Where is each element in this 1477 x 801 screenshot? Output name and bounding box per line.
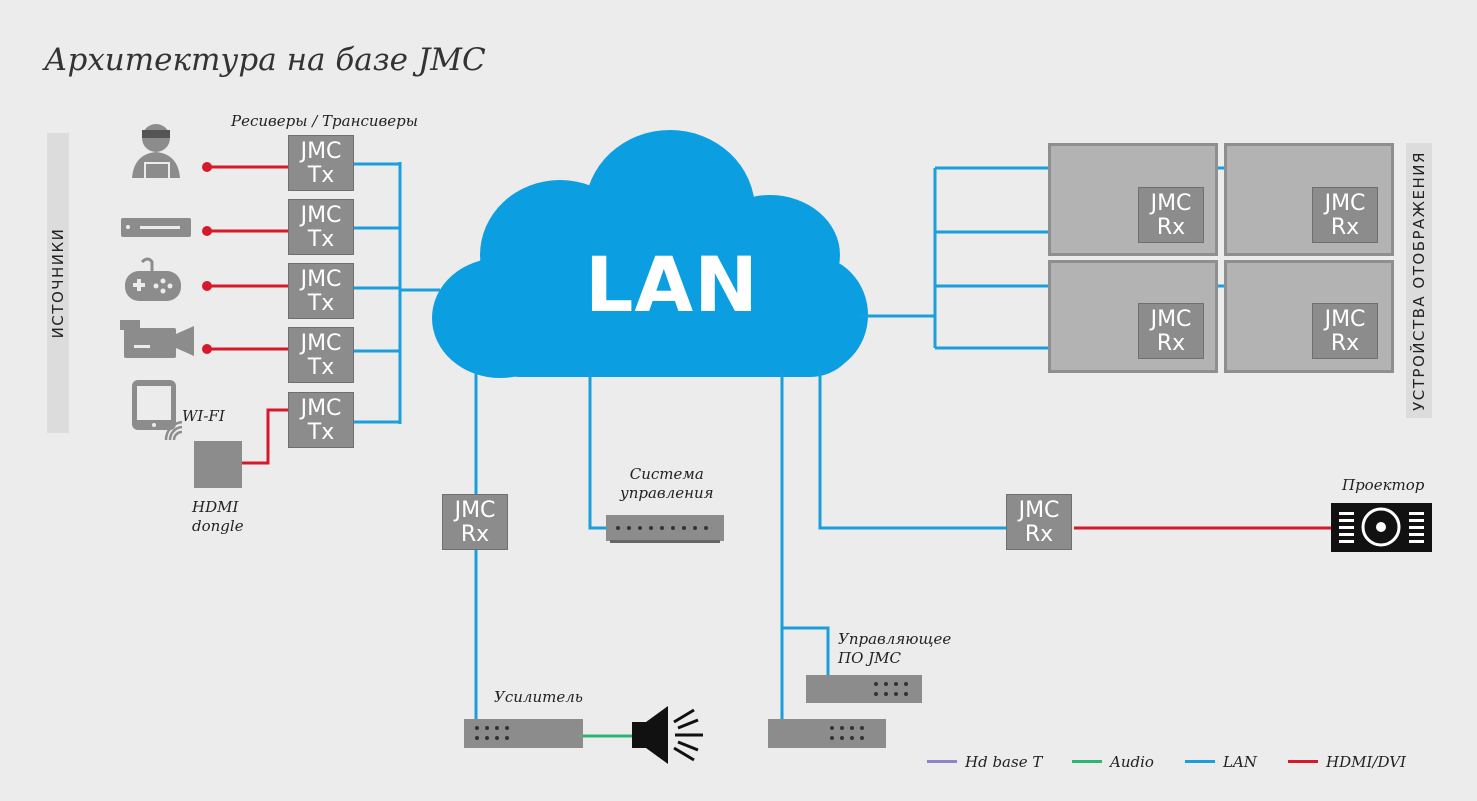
legend-item: LAN (1185, 753, 1257, 771)
rx-label-line1: JMC (1018, 498, 1060, 523)
rx-label-line2: Rx (1156, 331, 1186, 356)
legend-swatch (927, 760, 957, 763)
projector-label: Проектор (1342, 476, 1425, 494)
hdmi-lines (207, 165, 1332, 530)
tx-label-line1: JMC (300, 267, 342, 292)
hdmi-dongle-line1: HDMI (192, 498, 239, 516)
jmc-tx-box[interactable]: JMC Tx (288, 327, 354, 383)
speaker-icon (632, 706, 703, 764)
jmc-tx-box[interactable]: JMC Tx (288, 392, 354, 448)
tx-label-line2: Tx (307, 355, 335, 380)
jmc-rx-box[interactable]: JMC Rx (1006, 494, 1072, 550)
tablet-icon (132, 380, 183, 441)
legend-label: Audio (1110, 753, 1154, 771)
tx-label-line2: Tx (307, 227, 335, 252)
tx-label-line1: JMC (300, 331, 342, 356)
wifi-label: WI-FI (182, 407, 225, 425)
hdmi-dongle-label: HDMI dongle (192, 498, 244, 536)
person-laptop-icon (132, 124, 180, 180)
server-device-icon (768, 719, 886, 748)
control-system-line1: Система (629, 465, 704, 483)
projector-icon (1331, 503, 1432, 552)
tx-label-line1: JMC (300, 203, 342, 228)
amplifier-icon (464, 719, 583, 748)
control-system-line2: управления (620, 484, 714, 502)
hdmi-dongle-line2: dongle (192, 517, 244, 535)
jmc-tx-box[interactable]: JMC Tx (288, 263, 354, 319)
tx-label-line1: JMC (300, 139, 342, 164)
hdmi-dongle-icon (194, 441, 242, 488)
legend-item: Hd base T (927, 753, 1042, 771)
legend-label: Hd base T (965, 753, 1043, 771)
jmc-tx-box[interactable]: JMC Tx (288, 199, 354, 255)
hdmi-dots (202, 162, 212, 354)
jmc-rx-box[interactable]: JMC Rx (1138, 303, 1204, 359)
page-title: Архитектура на базе JMC (44, 42, 486, 78)
dvd-player-icon (121, 218, 191, 237)
control-system-label: Система управления (620, 465, 714, 503)
rx-label-line2: Rx (1330, 215, 1360, 240)
lan-cloud (432, 130, 868, 378)
amplifier-label: Усилитель (494, 688, 583, 706)
legend-swatch (1072, 760, 1102, 763)
jmc-tx-box[interactable]: JMC Tx (288, 135, 354, 191)
tx-label-line1: JMC (300, 396, 342, 421)
legend-swatch (1288, 760, 1318, 763)
control-software-label: Управляющее ПО JMC (838, 630, 951, 668)
rx-label-line1: JMC (1324, 191, 1366, 216)
rx-label-line1: JMC (1150, 191, 1192, 216)
jmc-rx-box[interactable]: JMC Rx (1312, 303, 1378, 359)
sources-sidebar: ИСТОЧНИКИ (47, 133, 69, 433)
rx-label-line2: Rx (1156, 215, 1186, 240)
control-software-device-icon (806, 675, 922, 703)
transceivers-label: Ресиверы / Трансиверы (231, 112, 418, 130)
rx-label-line2: Rx (1024, 522, 1054, 547)
tx-label-line2: Tx (307, 420, 335, 445)
gamepad-icon (125, 257, 181, 301)
tx-label-line2: Tx (307, 291, 335, 316)
rx-label-line1: JMC (1324, 307, 1366, 332)
displays-sidebar: УСТРОЙСТВА ОТОБРАЖЕНИЯ (1406, 143, 1432, 418)
rx-label-line1: JMC (454, 498, 496, 523)
video-camera-icon (120, 320, 194, 358)
rx-label-line2: Rx (1330, 331, 1360, 356)
legend-item: Audio (1072, 753, 1154, 771)
control-system-switch-icon (606, 515, 724, 543)
jmc-rx-box[interactable]: JMC Rx (1138, 187, 1204, 243)
legend-item: HDMI/DVI (1288, 753, 1406, 771)
lan-cloud-label: LAN (585, 240, 759, 329)
legend-label: HDMI/DVI (1326, 753, 1406, 771)
rx-label-line1: JMC (1150, 307, 1192, 332)
control-software-line1: Управляющее (838, 630, 952, 648)
rx-label-line2: Rx (460, 522, 490, 547)
control-software-line2: ПО JMC (838, 649, 901, 667)
jmc-rx-box[interactable]: JMC Rx (1312, 187, 1378, 243)
legend-label: LAN (1223, 753, 1257, 771)
tx-label-line2: Tx (307, 163, 335, 188)
jmc-rx-box[interactable]: JMC Rx (442, 494, 508, 550)
legend-swatch (1185, 760, 1215, 763)
